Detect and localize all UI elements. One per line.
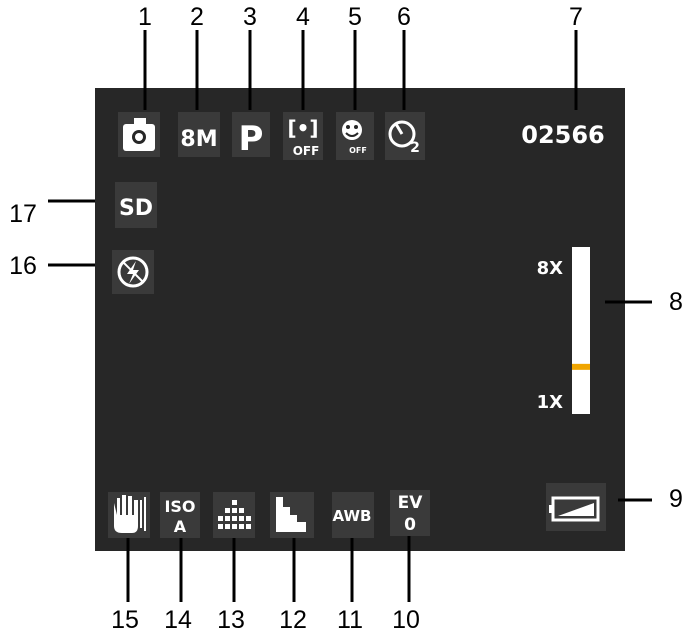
sharpness-icon [270,492,314,538]
callout-6: 6 [397,3,411,31]
callout-lines [48,30,652,602]
callout-12: 12 [279,606,307,634]
program-mode-icon: P [232,112,270,159]
self-timer-text: 2 [410,140,420,156]
white-balance-icon: AWB [332,492,374,538]
svg-text:[•]: [•] [287,116,318,140]
stabilizer-icon [108,492,150,538]
callout-5: 5 [348,3,362,31]
callout-15: 15 [111,606,139,634]
callout-1: 1 [138,3,152,31]
callout-10: 10 [392,606,420,634]
ev-label: EV [398,493,424,513]
battery-icon [546,483,606,531]
callout-14: 14 [164,606,192,634]
awb-text: AWB [333,507,372,525]
shot-counter: 02566 [521,121,605,149]
zoom-level-indicator [572,363,590,370]
face-detect-off-icon: OFF [336,112,374,160]
exposure-icon: EV 0 [390,490,430,536]
callout-8: 8 [669,288,683,316]
callout-2: 2 [190,3,204,31]
zoom-bar: 8X 1X [537,247,590,414]
lcd-screen [95,88,625,551]
flash-off-icon [112,250,154,294]
program-mode-text: P [239,119,264,159]
resolution-icon: 8M [178,112,220,157]
resolution-text: 8M [180,127,217,152]
camera-mode-icon [118,112,160,157]
iso-label: ISO [164,497,195,516]
face-off-text: OFF [349,146,367,155]
zoom-track [572,247,590,414]
focus-off-icon: [•] OFF [283,112,323,160]
zoom-max-label: 8X [537,258,564,279]
callout-13: 13 [217,606,245,634]
storage-text: SD [119,196,153,221]
self-timer-icon: 2 [385,112,425,160]
callout-11: 11 [337,606,363,634]
callout-9: 9 [669,485,683,513]
quality-icon [213,492,255,538]
callout-16: 16 [9,252,37,280]
iso-icon: ISO A [160,492,200,538]
sd-card-icon: SD [115,182,157,228]
callout-17: 17 [9,200,37,228]
iso-value: A [174,517,187,536]
callout-4: 4 [296,3,310,31]
zoom-min-label: 1X [537,392,564,413]
callout-7: 7 [569,3,583,31]
ev-value: 0 [404,515,416,535]
callout-3: 3 [243,3,257,31]
focus-off-text: OFF [293,144,320,158]
